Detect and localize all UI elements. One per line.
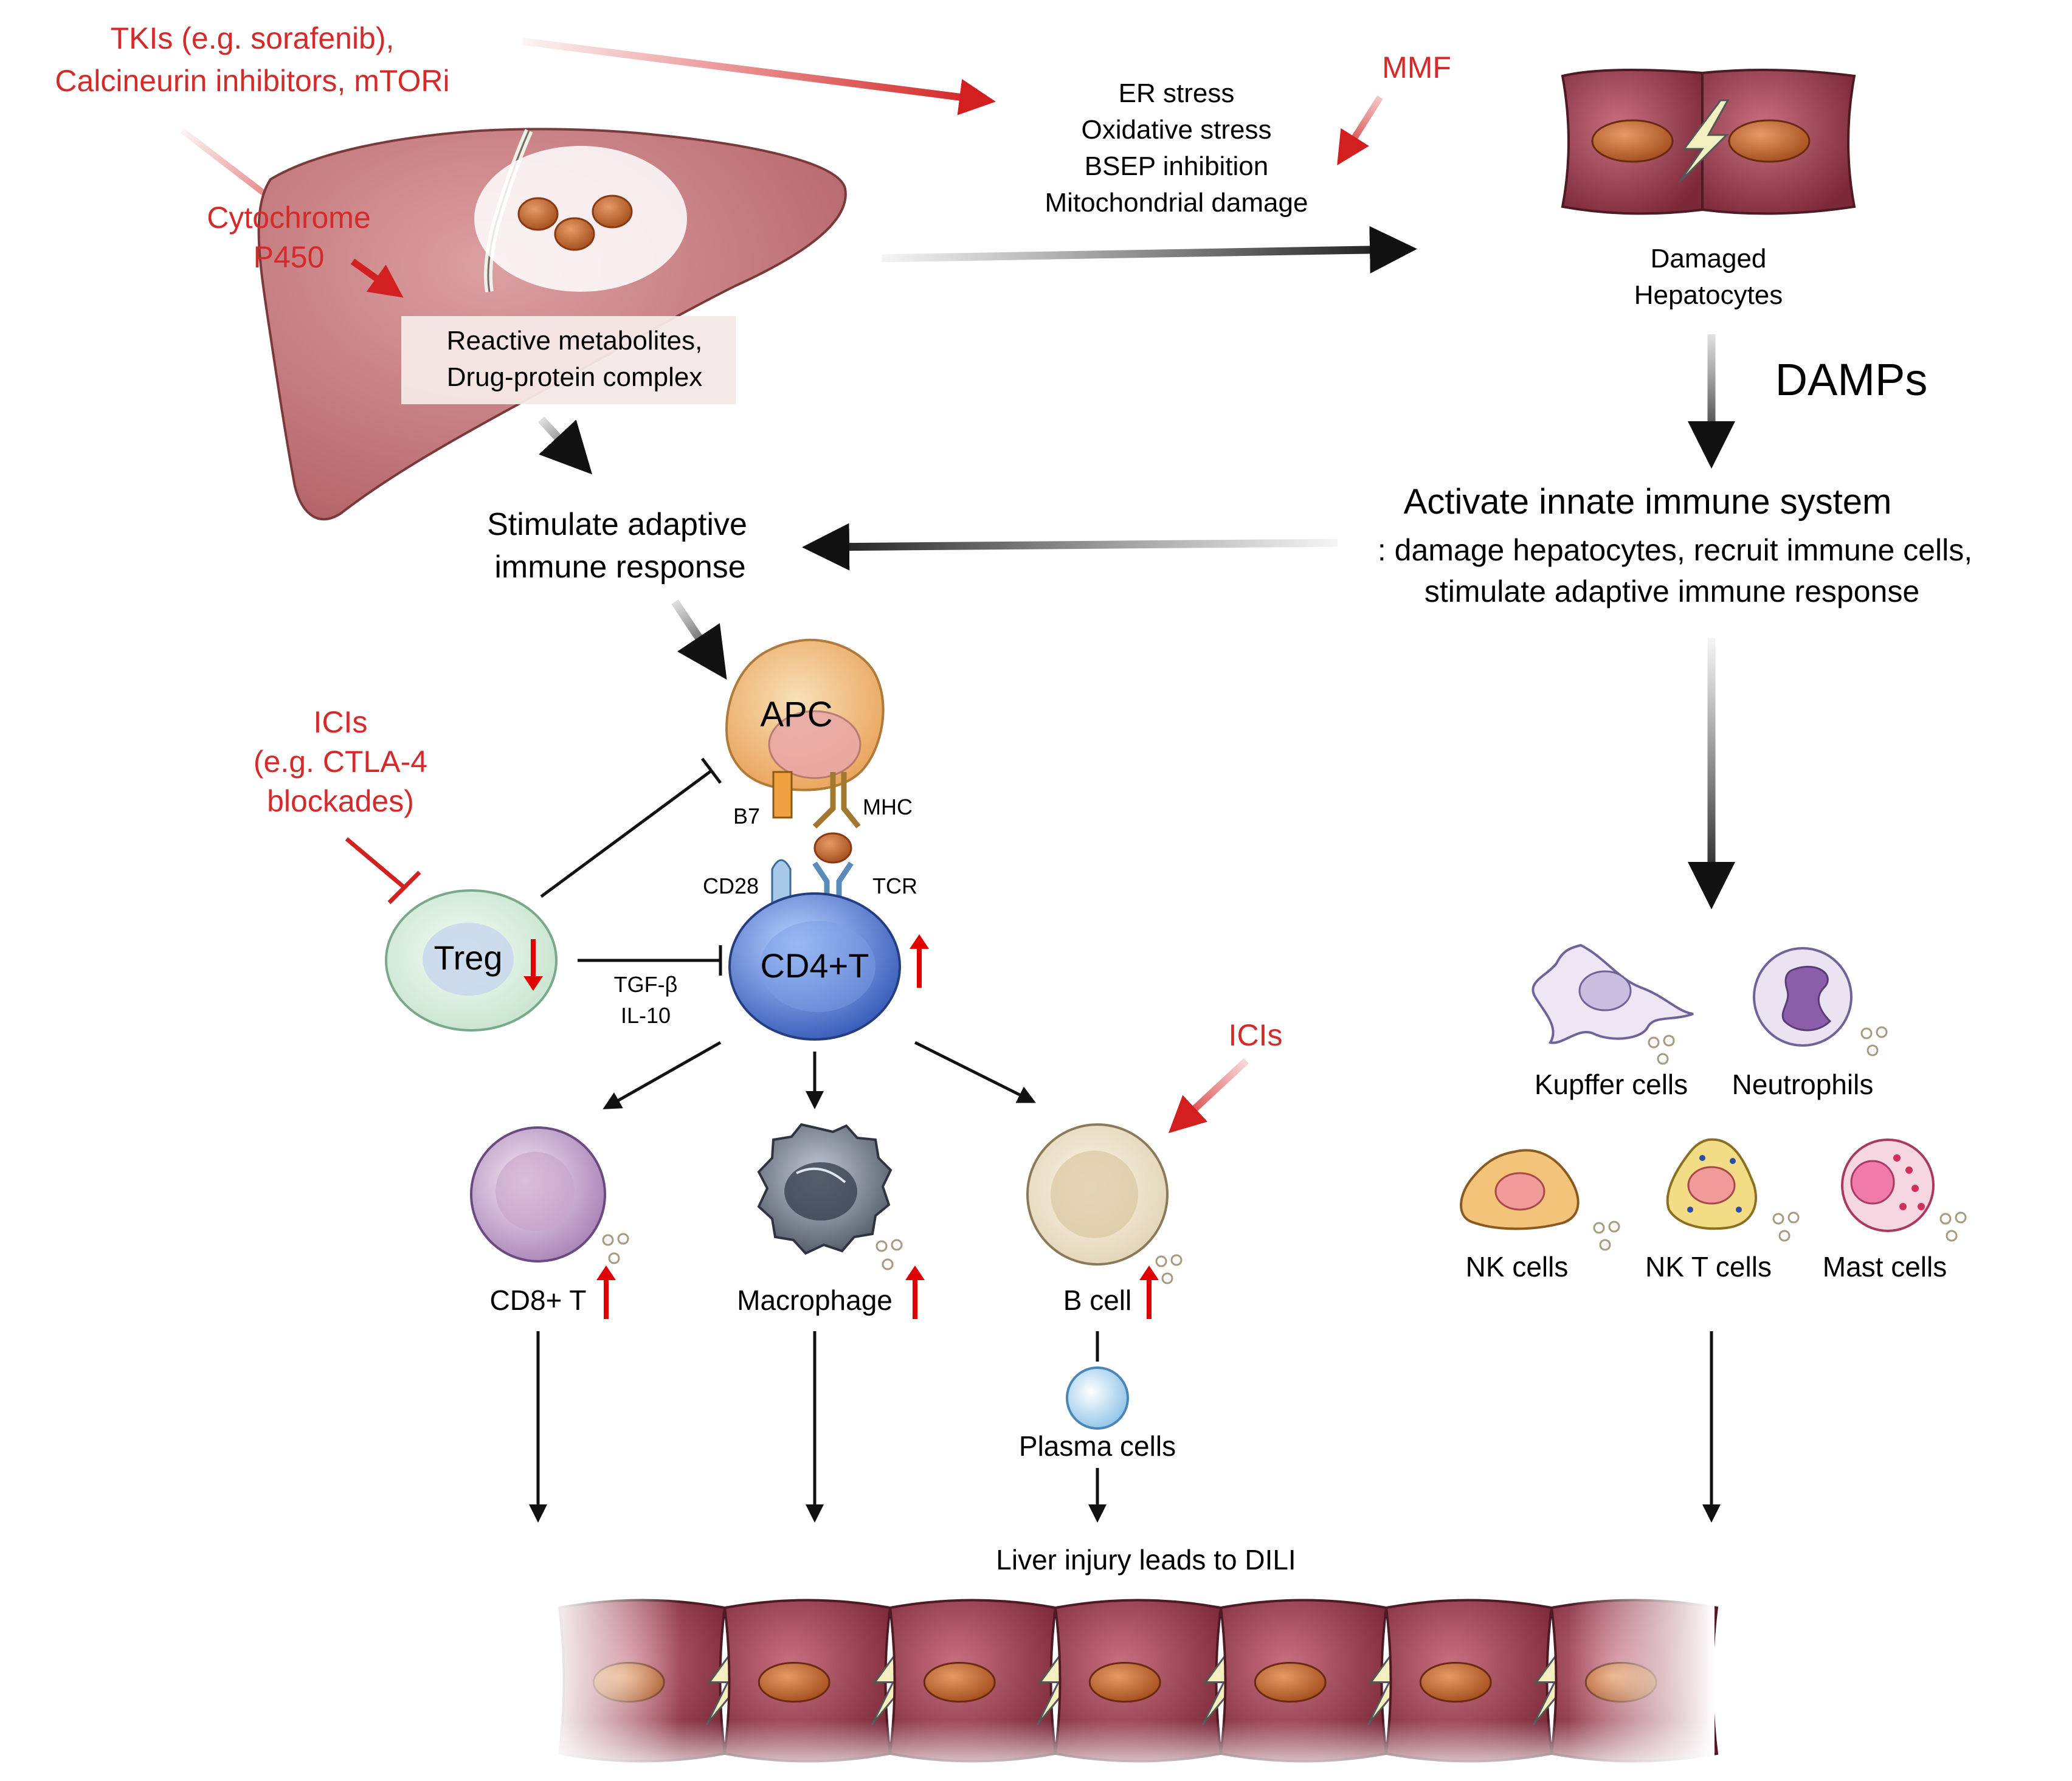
damaged-line1: Damaged [1651,244,1767,274]
mmf-label: MMF [1382,50,1451,84]
treg-inhibits-apc-line [540,757,722,898]
strip-fade-bottom [547,1720,1715,1781]
innate-to-adaptive-arrow [802,523,1338,571]
cd8-label: CD8+ T [490,1284,587,1316]
stress-list: ER stress Oxidative stress BSEP inhibiti… [1045,78,1308,218]
neutrophil-cell [1753,947,1888,1056]
cell-label: NK cells [1466,1251,1569,1283]
icis-line1: ICIs [314,705,368,739]
adaptive-title-line2: immune response [494,549,745,585]
lightning-icon [1678,99,1730,184]
nucleus [1254,1662,1327,1703]
stress-item: ER stress [1119,78,1235,108]
macrophage-label: Macrophage [737,1284,893,1316]
cd28-receptor [771,859,792,910]
macrophage-cell [757,1123,903,1270]
cell-label: NK T cells [1645,1251,1772,1283]
treg-cell: Treg [385,889,558,1032]
cytochrome-line2: P450 [254,240,325,274]
reactive-box [401,316,736,404]
stress-to-hepatocytes-arrow [881,226,1417,274]
mhc-label: MHC [863,794,913,819]
nucleus [923,1662,996,1703]
antigen-dot [813,832,852,864]
adaptive-to-apc-arrow [671,599,727,680]
treg-inhibits-cd4-line [578,945,722,976]
cytochrome-line1: Cytochrome [207,201,371,235]
icis-line2: (e.g. CTLA-4 [254,745,427,779]
cd4-to-cd8-arrow [603,1041,722,1109]
stress-item: Oxidative stress [1082,115,1272,145]
kupffer-cell [1532,943,1694,1065]
icis-to-bcell-arrow [1168,1058,1249,1134]
b7-label: B7 [733,804,760,828]
cd4-label: CD4+T [761,946,869,985]
treg-label: Treg [433,939,502,977]
il10-label: IL-10 [621,1003,671,1028]
reactive-line1: Reactive metabolites, [447,326,703,356]
mmf-arrow [1337,95,1383,165]
icis-b-label: ICIs [1229,1018,1283,1052]
plasma-label: Plasma cells [1019,1430,1176,1462]
mhc-receptor [812,772,861,829]
icis-inhibit-line [345,837,421,904]
nk-cell [1460,1149,1620,1251]
nucleus [1419,1662,1492,1703]
tgf-label: TGF-β [614,972,678,997]
damaged-hepatocytes-illustration [1561,69,1856,215]
cd8-t-cell [470,1126,629,1264]
stress-item: BSEP inhibition [1085,151,1269,181]
cytochrome-label: Cytochrome P450 [207,201,371,274]
innate-line3: stimulate adaptive immune response [1424,574,1919,608]
apc-cell: APC [725,638,885,791]
innate-title: Activate innate immune system [1404,482,1892,522]
innate-line2: : damage hepatocytes, recruit immune cel… [1378,533,1972,567]
drugs-to-liver-line [180,128,276,203]
damaged-line2: Hepatocytes [1634,280,1783,310]
drugs-label-line1: TKIs (e.g. sorafenib), [111,21,395,55]
icis-line3: blockades) [267,784,414,818]
b-cell [1026,1123,1183,1284]
nk-t-cell [1666,1138,1800,1242]
plasma-cell [1066,1366,1129,1430]
drugs-to-stress-arrow [522,38,996,115]
drugs-label: TKIs (e.g. sorafenib), Calcineurin inhib… [55,21,449,98]
cell-label: Mast cells [1823,1251,1947,1283]
adaptive-title-line1: Stimulate adaptive [487,507,747,542]
cd28-label: CD28 [703,873,759,898]
mast-cell [1841,1139,1967,1242]
cd4-to-bcell-arrow [914,1041,1036,1103]
damps-label: DAMPs [1775,354,1928,405]
innate-cells: Kupffer cells Neutrophils NK cells NK T … [1460,943,1967,1283]
apc-label: APC [760,695,832,734]
b7-receptor [772,771,793,819]
bcell-label: B cell [1063,1284,1131,1316]
tcr-label: TCR [872,873,917,898]
nucleus [1088,1662,1161,1703]
metabolite-dots [517,195,633,251]
cytochrome-arrow [350,258,404,298]
cell-label: Neutrophils [1732,1069,1874,1100]
injury-label: Liver injury leads to DILI [996,1544,1296,1576]
nucleus [1728,119,1811,163]
cd4-t-cell: CD4+T [728,892,901,1041]
liver-to-adaptive-arrow [537,416,593,475]
nucleus [758,1662,831,1703]
innate-immune-text: Activate innate immune system : damage h… [1378,482,1972,608]
reactive-line2: Drug-protein complex [447,362,703,392]
stress-item: Mitochondrial damage [1045,188,1308,218]
drugs-label-line2: Calcineurin inhibitors, mTORi [55,64,449,98]
icis-ctla4-label: ICIs (e.g. CTLA-4 blockades) [254,705,427,818]
cell-label: Kupffer cells [1535,1069,1688,1100]
nucleus [1591,119,1674,163]
liver-illustration: Reactive metabolites, Drug-protein compl… [257,128,847,521]
